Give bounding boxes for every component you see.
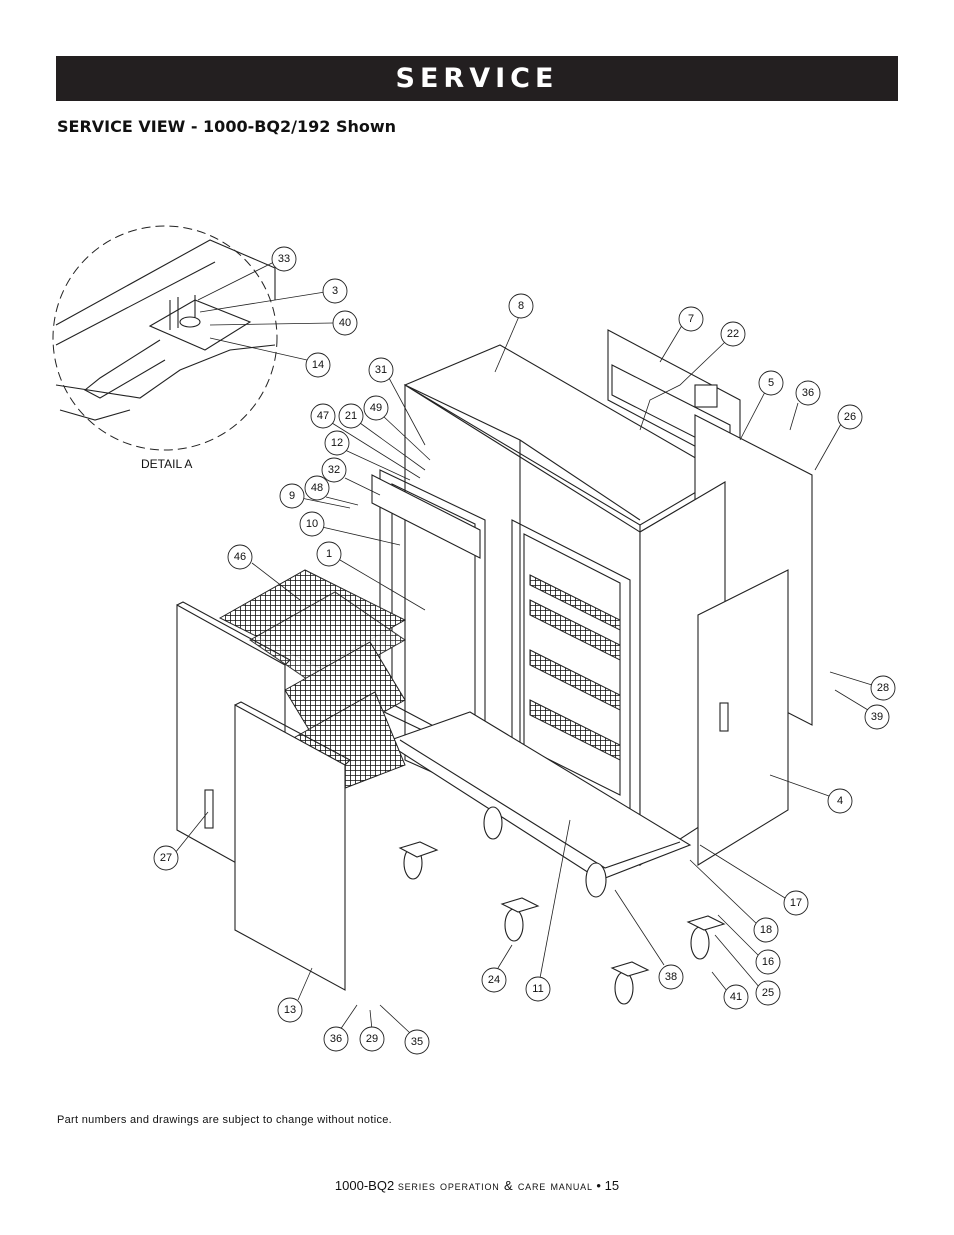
callout-46: 46 xyxy=(227,544,253,570)
svg-text:5: 5 xyxy=(768,377,774,389)
service-view-title: SERVICE VIEW - 1000-BQ2/192 Shown xyxy=(57,117,397,136)
svg-text:47: 47 xyxy=(317,410,329,422)
callout-29: 29 xyxy=(359,1026,385,1052)
callout-13: 13 xyxy=(277,997,303,1023)
svg-text:28: 28 xyxy=(877,682,889,694)
callout-22: 22 xyxy=(720,321,746,347)
callout-36: 36 xyxy=(795,380,821,406)
callout-28: 28 xyxy=(870,675,896,701)
svg-text:27: 27 xyxy=(160,852,172,864)
callout-33: 33 xyxy=(271,246,297,272)
svg-text:9: 9 xyxy=(289,490,295,502)
svg-text:3: 3 xyxy=(332,285,338,297)
callout-27: 27 xyxy=(153,845,179,871)
callout-32: 32 xyxy=(321,457,347,483)
page-number: 15 xyxy=(604,1178,620,1193)
svg-text:8: 8 xyxy=(518,300,524,312)
callout-17: 17 xyxy=(783,890,809,916)
callout-25: 25 xyxy=(755,980,781,1006)
callout-36-lower: 36 xyxy=(323,1026,349,1052)
callout-48: 48 xyxy=(304,475,330,501)
svg-text:11: 11 xyxy=(532,983,543,995)
svg-text:22: 22 xyxy=(727,328,739,340)
front-door xyxy=(234,701,351,991)
svg-text:40: 40 xyxy=(339,317,351,329)
svg-text:18: 18 xyxy=(760,924,772,936)
callout-11: 11 xyxy=(525,976,551,1002)
callout-31: 31 xyxy=(368,357,394,383)
callout-39: 39 xyxy=(864,704,890,730)
svg-text:12: 12 xyxy=(331,437,343,449)
svg-text:24: 24 xyxy=(488,974,500,986)
svg-text:39: 39 xyxy=(871,711,883,723)
svg-text:38: 38 xyxy=(665,971,677,983)
callout-21: 21 xyxy=(338,403,364,429)
svg-text:21: 21 xyxy=(345,410,357,422)
callout-40: 40 xyxy=(332,310,358,336)
svg-text:36: 36 xyxy=(330,1033,342,1045)
callout-7: 7 xyxy=(678,306,704,332)
callout-9: 9 xyxy=(279,483,305,509)
callout-47: 47 xyxy=(310,403,336,429)
callout-18: 18 xyxy=(753,917,779,943)
svg-text:41: 41 xyxy=(730,991,742,1003)
svg-text:7: 7 xyxy=(688,313,694,325)
page-footer: 1000-BQ2 series operation & care manual … xyxy=(0,1178,954,1193)
detail-a-label: DETAIL A xyxy=(141,457,192,471)
svg-text:31: 31 xyxy=(375,364,387,376)
footer-model: 1000-BQ2 xyxy=(334,1178,395,1193)
leader-lines xyxy=(174,261,873,1034)
svg-text:49: 49 xyxy=(370,402,382,414)
svg-text:10: 10 xyxy=(306,518,318,530)
callout-41: 41 xyxy=(723,984,749,1010)
callout-8: 8 xyxy=(508,293,534,319)
base-frame xyxy=(383,711,692,881)
callout-4: 4 xyxy=(827,788,853,814)
callout-14: 14 xyxy=(305,352,331,378)
disclaimer-note: Part numbers and drawings are subject to… xyxy=(57,1114,393,1126)
callout-38: 38 xyxy=(658,964,684,990)
svg-text:16: 16 xyxy=(762,956,774,968)
footer-manual-title: series operation & care manual xyxy=(397,1178,593,1193)
cabinet-shelves xyxy=(529,574,621,761)
detail-a-view xyxy=(52,225,278,451)
casters xyxy=(398,806,726,1005)
callout-35: 35 xyxy=(404,1029,430,1055)
callout-26: 26 xyxy=(837,404,863,430)
svg-text:14: 14 xyxy=(312,359,324,371)
footer-separator: • xyxy=(596,1178,601,1193)
callout-10: 10 xyxy=(299,511,325,537)
svg-text:13: 13 xyxy=(284,1004,296,1016)
section-banner: SERVICE xyxy=(56,56,898,101)
svg-text:46: 46 xyxy=(234,551,246,563)
callout-5: 5 xyxy=(758,370,784,396)
svg-text:35: 35 xyxy=(411,1036,423,1048)
svg-text:36: 36 xyxy=(802,387,814,399)
callout-1: 1 xyxy=(316,541,342,567)
wire-shelves xyxy=(218,569,407,791)
callout-3: 3 xyxy=(322,278,348,304)
callout-16: 16 xyxy=(755,949,781,975)
svg-text:32: 32 xyxy=(328,464,340,476)
callout-24: 24 xyxy=(481,967,507,993)
callout-12: 12 xyxy=(324,430,350,456)
callout-49: 49 xyxy=(363,395,389,421)
banner-title: SERVICE xyxy=(395,63,559,94)
svg-text:48: 48 xyxy=(311,482,323,494)
exploded-parts-diagram: DETAIL A xyxy=(52,225,896,1055)
svg-text:29: 29 xyxy=(366,1033,378,1045)
svg-text:25: 25 xyxy=(762,987,774,999)
svg-text:33: 33 xyxy=(278,253,290,265)
svg-text:17: 17 xyxy=(790,897,802,909)
svg-text:4: 4 xyxy=(837,795,843,807)
right-side-panel xyxy=(697,569,789,866)
svg-text:26: 26 xyxy=(844,411,856,423)
svg-text:1: 1 xyxy=(326,548,332,560)
